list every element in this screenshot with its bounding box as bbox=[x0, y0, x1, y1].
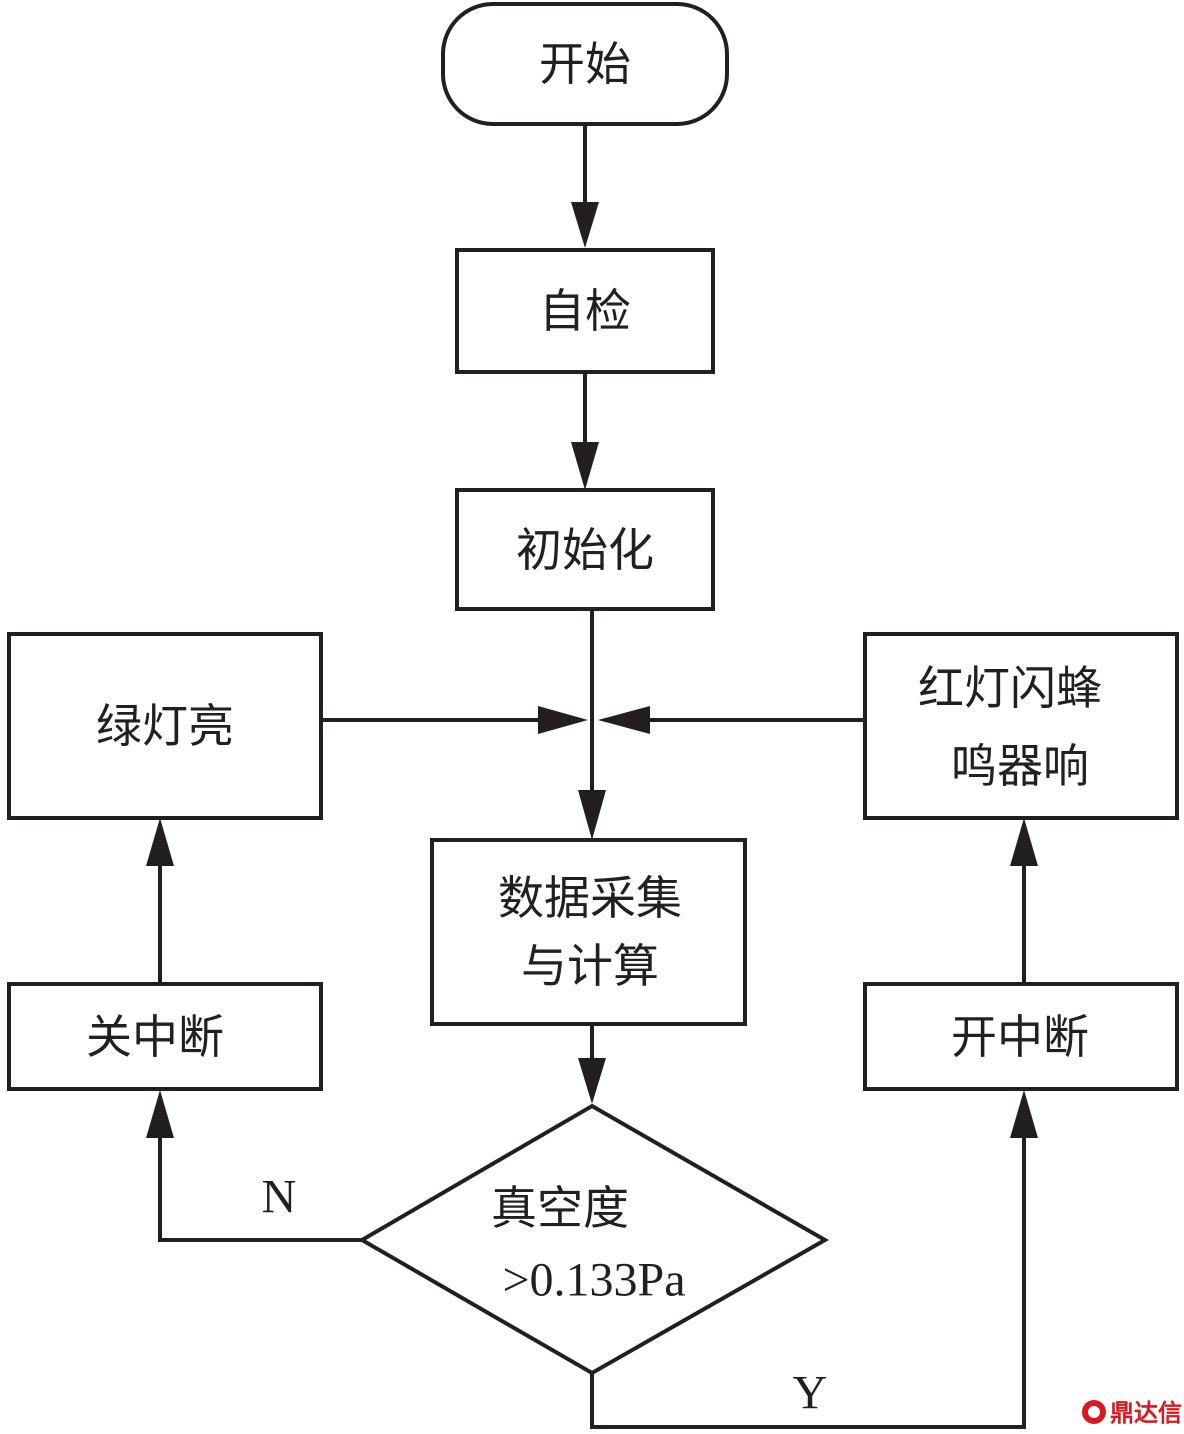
alarm-node: 红灯闪蜂 鸣器响 bbox=[863, 632, 1179, 820]
self-check-label: 自检 bbox=[539, 284, 631, 338]
no-branch-label: N bbox=[262, 1171, 297, 1224]
yes-branch-label: Y bbox=[793, 1367, 828, 1420]
decision-label-line1: 真空度 bbox=[491, 1181, 629, 1235]
data-label-line1: 数据采集 bbox=[498, 871, 682, 925]
watermark: 鼎达信 bbox=[1082, 1399, 1182, 1427]
data-acquisition-node: 数据采集 与计算 bbox=[430, 838, 747, 1026]
init-label: 初始化 bbox=[516, 523, 654, 577]
arrowhead-down bbox=[578, 790, 606, 840]
edge-no-branch bbox=[158, 1133, 362, 1242]
arrowhead-left bbox=[598, 706, 650, 734]
decision-node: 真空度 >0.133Pa bbox=[358, 1103, 830, 1376]
init-node: 初始化 bbox=[455, 488, 715, 611]
alarm-label-line2: 鸣器响 bbox=[951, 739, 1089, 793]
connectors bbox=[158, 124, 1026, 1429]
start-node: 开始 bbox=[441, 2, 729, 126]
arrowhead-up bbox=[1010, 818, 1038, 866]
arrowhead-right bbox=[538, 706, 588, 734]
watermark-text: 鼎达信 bbox=[1110, 1399, 1182, 1427]
green-light-label: 绿灯亮 bbox=[96, 699, 234, 753]
green-light-node: 绿灯亮 bbox=[7, 632, 323, 820]
open-interrupt-node: 开中断 bbox=[863, 982, 1179, 1091]
arrowhead-up bbox=[146, 1090, 174, 1138]
arrowhead-up bbox=[1010, 1090, 1038, 1138]
start-label: 开始 bbox=[539, 37, 631, 91]
arrowhead-up bbox=[146, 818, 174, 866]
edge-yes-branch bbox=[590, 1133, 1026, 1429]
close-interrupt-node: 关中断 bbox=[7, 982, 323, 1091]
open-interrupt-label: 开中断 bbox=[951, 1010, 1089, 1064]
alarm-label-line1: 红灯闪蜂 bbox=[918, 661, 1102, 715]
data-label-line2: 与计算 bbox=[521, 939, 659, 993]
close-interrupt-label: 关中断 bbox=[86, 1010, 224, 1064]
arrowhead-down bbox=[578, 1058, 606, 1104]
arrowhead-down bbox=[571, 202, 599, 248]
self-check-node: 自检 bbox=[455, 248, 715, 374]
decision-label-line2: >0.133Pa bbox=[502, 1254, 685, 1307]
arrowhead-down bbox=[571, 442, 599, 490]
arrowheads bbox=[146, 202, 1038, 1138]
